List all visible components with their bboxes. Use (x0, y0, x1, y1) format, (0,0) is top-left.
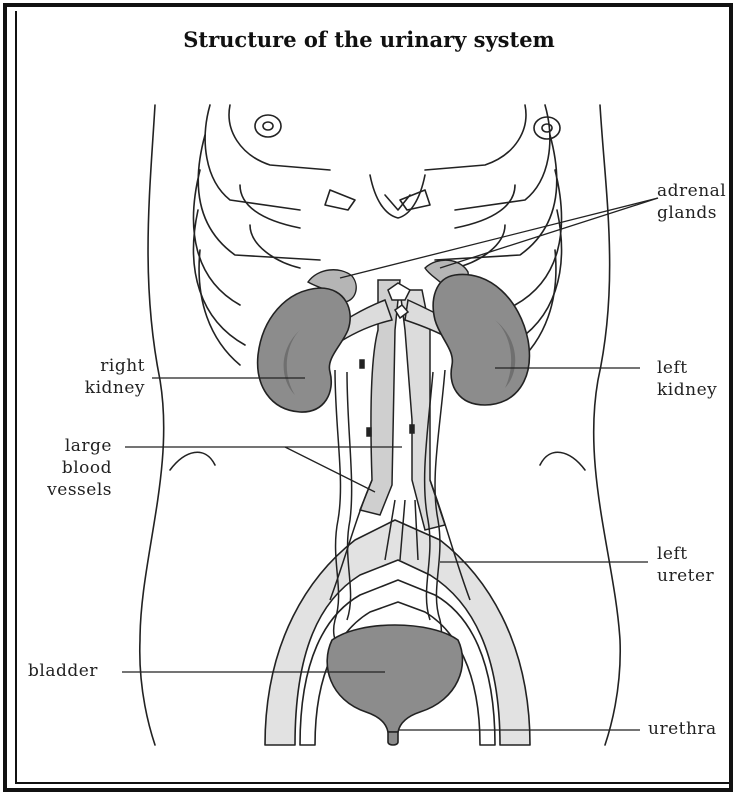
label-large-blood-vessels-line-1: large (10, 435, 112, 457)
label-left-kidney-line-2: kidney (657, 379, 717, 401)
torso-outline-right (594, 105, 621, 745)
leader-adrenal-left (440, 198, 658, 268)
label-large-blood-vessels: large blood vessels (10, 435, 112, 501)
label-adrenal-glands: adrenal glands (657, 180, 726, 224)
label-large-blood-vessels-line-3: vessels (10, 479, 112, 501)
urethra (388, 732, 398, 745)
label-adrenal-glands-line-2: glands (657, 202, 726, 224)
leader-blood-vessel-oblique (285, 447, 375, 492)
bladder (327, 625, 462, 732)
label-right-kidney: right kidney (40, 355, 145, 399)
label-left-ureter: left ureter (657, 543, 714, 587)
torso-outline-left (140, 105, 164, 745)
label-left-kidney: left kidney (657, 357, 717, 401)
label-left-kidney-line-1: left (657, 357, 717, 379)
label-urethra: urethra (648, 718, 717, 740)
bladder-group (327, 625, 462, 745)
label-adrenal-glands-line-1: adrenal (657, 180, 726, 202)
label-right-kidney-line-1: right (40, 355, 145, 377)
label-left-ureter-line-2: ureter (657, 565, 714, 587)
label-right-kidney-line-2: kidney (40, 377, 145, 399)
left-kidney (433, 274, 529, 405)
sternum (370, 175, 425, 218)
right-kidney (258, 288, 351, 412)
label-large-blood-vessels-line-2: blood (10, 457, 112, 479)
label-left-ureter-line-1: left (657, 543, 714, 565)
label-bladder: bladder (28, 660, 98, 682)
